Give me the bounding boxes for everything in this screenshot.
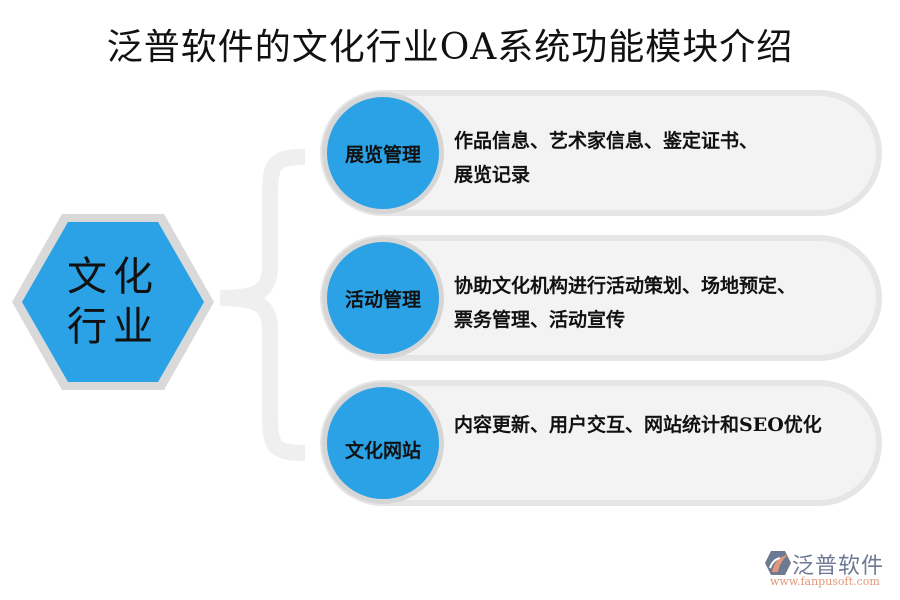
module-description: 作品信息、艺术家信息、鉴定证书、 展览记录 — [454, 124, 864, 192]
page-title: 泛普软件的文化行业OA系统功能模块介绍 — [106, 27, 794, 68]
module-badge: 展览管理 — [322, 92, 444, 214]
module-badge: 活动管理 — [322, 237, 444, 359]
module-description: 协助文化机构进行活动策划、场地预定、 票务管理、活动宣传 — [454, 269, 864, 337]
description-line: 展览记录 — [454, 164, 531, 186]
module-card-website: 文化网站 内容更新、用户交互、网站统计和SEO优化 — [320, 380, 882, 506]
center-label-line2: 行业 — [67, 304, 159, 350]
brand-logo: 泛普软件 www.fanpusoft.com — [762, 548, 897, 588]
center-label-line1: 文化 — [67, 254, 159, 300]
module-card-exhibition: 展览管理 作品信息、艺术家信息、鉴定证书、 展览记录 — [320, 90, 882, 216]
description-line: 协助文化机构进行活动策划、场地预定、 — [454, 275, 797, 297]
description-line: 票务管理、活动宣传 — [454, 309, 626, 331]
description-line: 内容更新、用户交互、网站统计和SEO优化 — [454, 414, 822, 436]
fanpu-logo-icon — [765, 551, 791, 575]
hexagon-shape-icon — [12, 214, 214, 390]
module-description: 内容更新、用户交互、网站统计和SEO优化 — [454, 408, 864, 442]
description-line: 作品信息、艺术家信息、鉴定证书、 — [454, 130, 759, 152]
logo-name: 泛普软件 — [792, 554, 885, 579]
curly-brace-icon — [219, 149, 306, 461]
center-hexagon: 文化 行业 — [10, 212, 216, 392]
logo-url: www.fanpusoft.com — [770, 575, 880, 588]
module-card-activity: 活动管理 协助文化机构进行活动策划、场地预定、 票务管理、活动宣传 — [320, 235, 882, 361]
module-badge: 文化网站 — [322, 382, 444, 504]
